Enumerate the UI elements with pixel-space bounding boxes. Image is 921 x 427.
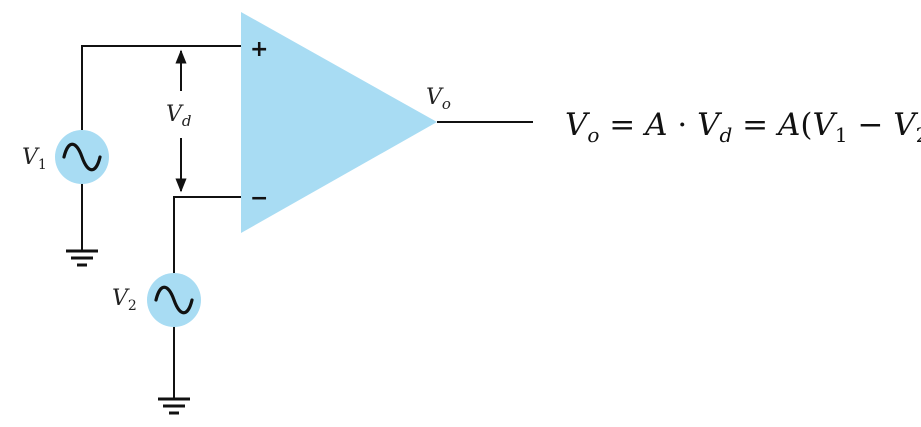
gain-equation: Vo = A · Vd = A(V1 − V2) — [565, 107, 921, 147]
noninverting-pin-sign: + — [250, 37, 268, 62]
ac-sine-icon — [55, 130, 109, 184]
ground-icon — [66, 249, 98, 267]
op-amp-triangle — [241, 12, 437, 233]
vd-label: Vd — [166, 102, 192, 130]
vo-label: Vo — [426, 85, 451, 113]
ground-icon — [158, 397, 190, 415]
v1-label: V1 — [22, 145, 47, 173]
wire-noninverting-input — [81, 45, 241, 130]
wire-inverting-input — [173, 196, 241, 273]
ac-sine-icon — [147, 273, 201, 327]
inverting-pin-sign: − — [250, 186, 268, 211]
v2-label: V2 — [112, 286, 137, 314]
